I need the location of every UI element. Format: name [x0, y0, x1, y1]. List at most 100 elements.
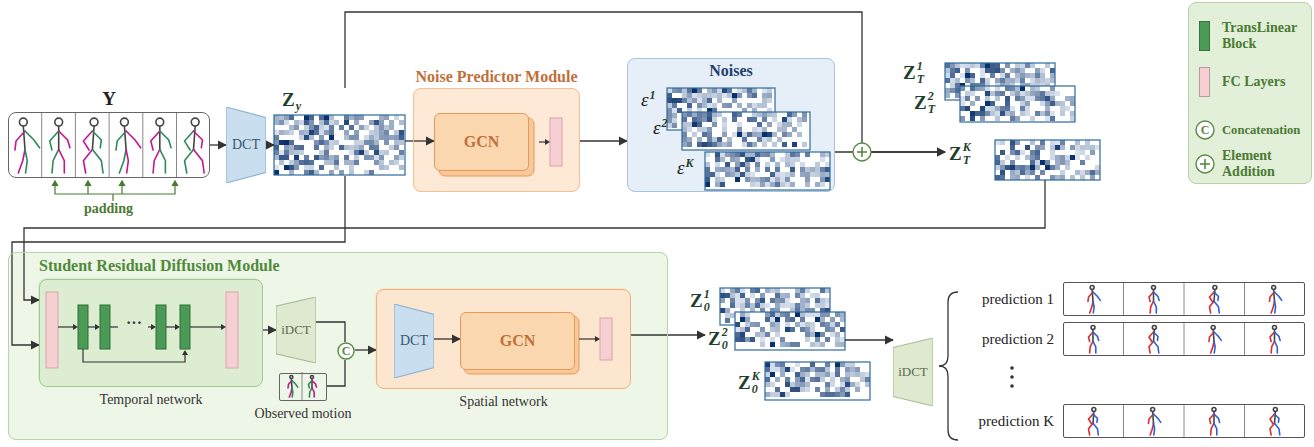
rect-shape: [399, 120, 404, 125]
rect-shape: [757, 132, 762, 137]
connector: [631, 334, 705, 335]
skeleton-figure: [1089, 408, 1099, 435]
rect-shape: [740, 337, 745, 342]
rect-shape: [960, 86, 1075, 122]
heading-wrap: prediction 1: [982, 290, 1054, 308]
heatmap: [705, 152, 830, 190]
rect-shape: [770, 317, 775, 322]
rect-shape: [835, 362, 840, 367]
rect-shape: [1005, 78, 1010, 83]
heading-wrap: Observed motion: [255, 404, 352, 422]
rect-shape: [787, 112, 792, 117]
math-subscript: 0: [704, 301, 710, 313]
rect-shape: [805, 152, 810, 157]
rect-shape: [960, 116, 965, 121]
skeleton-figure: [308, 375, 316, 397]
rect-shape: [800, 387, 805, 392]
rect-shape: [667, 98, 672, 103]
rect-shape: [1090, 175, 1095, 180]
rect-shape: [795, 342, 800, 347]
rect-shape: [682, 112, 810, 150]
rect-shape: [1095, 145, 1100, 150]
polyline-shape: [92, 149, 103, 173]
rect-shape: [344, 160, 349, 165]
rect-shape: [785, 152, 790, 157]
rect-shape: [820, 317, 825, 322]
rect-shape: [1050, 145, 1055, 150]
rect-shape: [720, 308, 725, 313]
legend-panel: TransLinear BlockFC LayersCConcatenation…: [1188, 2, 1312, 184]
node-text: GCN: [500, 332, 536, 350]
rect-shape: [740, 317, 745, 322]
rect-shape: [730, 313, 735, 318]
rect-shape: [369, 140, 374, 145]
polyline-shape: [1154, 332, 1158, 340]
rect-shape: [985, 68, 990, 73]
rect-shape: [995, 155, 1000, 160]
rect-shape: [835, 342, 840, 347]
polyline-shape: [1089, 414, 1093, 424]
rect-shape: [1020, 73, 1025, 78]
rect-shape: [1025, 106, 1030, 111]
rect-shape: [1030, 86, 1035, 91]
rect-shape: [775, 367, 780, 372]
rect-shape: [1010, 106, 1015, 111]
rect-shape: [775, 177, 780, 182]
connector: [24, 180, 1045, 300]
rect-shape: [399, 135, 404, 140]
polyline-shape: [1149, 332, 1153, 342]
legend-text-wrap: Concatenation: [1222, 123, 1308, 137]
rect-shape: [840, 342, 845, 347]
rect-shape: [374, 160, 379, 165]
math-label: εK: [677, 157, 694, 179]
math-superscript: K: [963, 141, 971, 153]
rect-shape: [850, 382, 855, 387]
rect-shape: [1040, 145, 1045, 150]
rect-shape: [765, 372, 770, 377]
rect-shape: [765, 303, 770, 308]
rect-shape: [865, 382, 870, 387]
rect-shape: [1030, 73, 1035, 78]
rect-shape: [1095, 170, 1100, 175]
rect-shape: [1035, 96, 1040, 101]
concat-op: C: [337, 342, 355, 360]
rect-shape: [802, 112, 807, 117]
rect-shape: [790, 303, 795, 308]
rect-shape: [965, 91, 970, 96]
rect-shape: [394, 145, 399, 150]
rect-shape: [349, 160, 354, 165]
rect-shape: [825, 312, 830, 317]
rect-shape: [1015, 116, 1020, 121]
rect-shape: [815, 298, 820, 303]
rect-shape: [772, 132, 777, 137]
rect-shape: [945, 93, 950, 98]
math-superscript: 1: [917, 60, 924, 72]
rect-shape: [697, 112, 702, 117]
rect-shape: [845, 367, 850, 372]
skeleton-figure: [116, 118, 141, 173]
rect-shape: [785, 172, 790, 177]
polyline-shape: [1214, 301, 1219, 313]
rect-shape: [274, 145, 279, 150]
math-symbol: ε: [641, 89, 649, 111]
rect-shape: [955, 63, 960, 68]
rect-shape: [805, 322, 810, 327]
heading-wrap: Student Residual Diffusion Module: [39, 257, 280, 275]
rect-shape: [855, 372, 860, 377]
rect-shape: [757, 112, 762, 117]
rect-shape: [765, 362, 870, 400]
arrow-head: [595, 336, 600, 342]
polyline-shape: [1214, 341, 1215, 353]
rect-shape: [1020, 86, 1025, 91]
rect-shape: [775, 322, 780, 327]
rect-shape: [845, 387, 850, 392]
rect-shape: [730, 288, 735, 293]
label-wrap: padding: [84, 199, 133, 217]
rect-shape: [737, 88, 742, 93]
rect-shape: [752, 103, 757, 108]
rect-shape: [830, 317, 835, 322]
rect-shape: [344, 120, 349, 125]
rect-shape: [329, 125, 334, 130]
rect-shape: [324, 140, 329, 145]
